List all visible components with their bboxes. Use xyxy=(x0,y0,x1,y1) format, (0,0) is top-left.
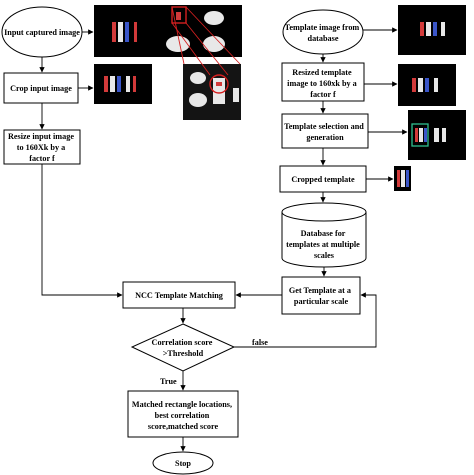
cropped-template-label: Cropped template xyxy=(291,175,355,184)
resize-input-image-label: Resize input image to 160Xk by a factor … xyxy=(8,132,76,163)
correlation-decision-node xyxy=(130,323,236,372)
stop-label: Stop xyxy=(175,459,191,468)
zoom-connector-lines xyxy=(171,6,241,76)
stop-node xyxy=(152,451,214,475)
zoomed-highlight-photo xyxy=(183,64,241,120)
matched-results-label: Matched rectangle locations, best correl… xyxy=(132,400,234,431)
true-edge-label: True xyxy=(160,377,177,386)
template-from-database-node xyxy=(282,9,364,55)
template-selection-node xyxy=(281,113,369,149)
matched-results-node xyxy=(127,390,239,438)
get-template-label: Get Template at a particular scale xyxy=(289,286,353,306)
database-scales-label: Database for templates at multiple scale… xyxy=(286,229,362,260)
cropped-template-node xyxy=(279,165,367,193)
template-database-photo xyxy=(398,5,466,55)
cropped-template-photo xyxy=(394,166,411,191)
captured-image-photo xyxy=(94,5,242,57)
template-selection-photo xyxy=(408,110,466,160)
database-scales-node xyxy=(281,202,367,268)
resized-template-label: Resized template image to 160xk by a fac… xyxy=(287,68,359,99)
resized-template-photo xyxy=(398,64,456,106)
false-edge-label: false xyxy=(252,338,268,347)
template-from-database-label: Template image from database xyxy=(285,23,362,43)
template-selection-label: Template selection and generation xyxy=(284,122,366,142)
edge-resize-to-ncc xyxy=(41,164,123,298)
correlation-decision-label: Correlation score >Threshold xyxy=(152,338,215,358)
input-captured-image-label: Input captured image xyxy=(4,28,80,37)
resized-template-node xyxy=(281,62,365,102)
ncc-template-matching-node xyxy=(122,281,236,309)
ncc-template-matching-label: NCC Template Matching xyxy=(135,291,224,300)
edges xyxy=(39,27,408,452)
crop-input-image-node xyxy=(3,72,79,104)
get-template-node xyxy=(281,276,361,315)
crop-input-image-label: Crop input image xyxy=(10,84,72,93)
cropped-input-photo xyxy=(94,64,152,104)
edge-decision-false xyxy=(234,292,377,348)
